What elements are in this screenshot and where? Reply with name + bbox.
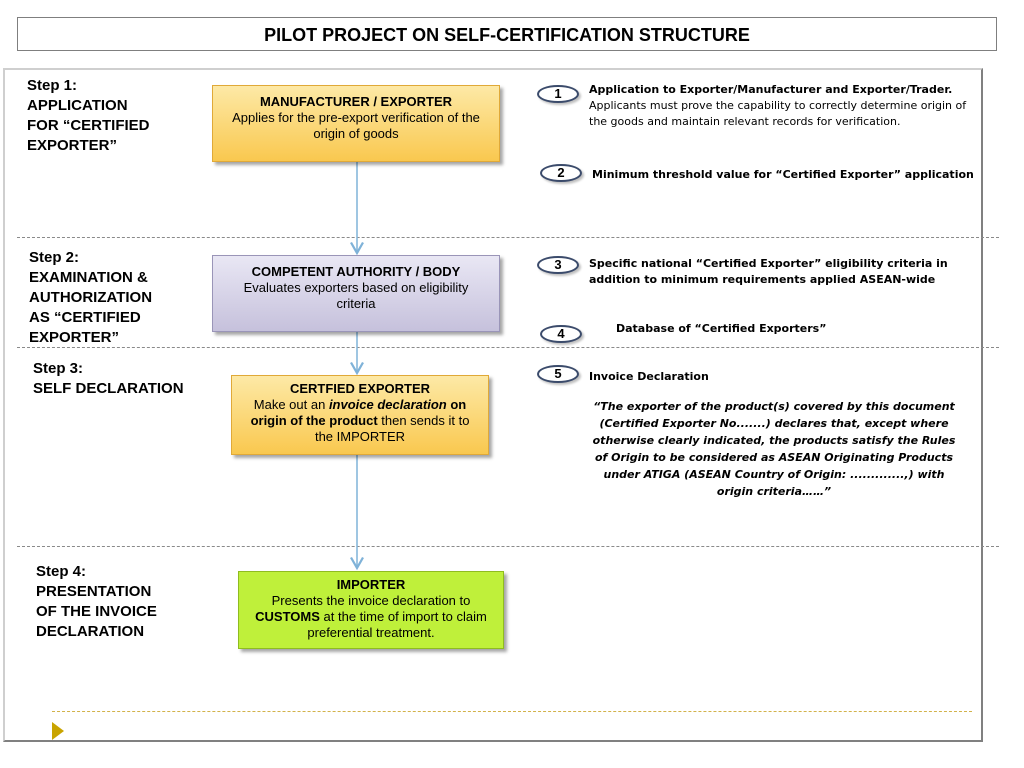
step-divider — [17, 347, 999, 348]
box-text: Make out an invoice declaration on origi… — [250, 397, 470, 444]
box-text: Applies for the pre-export verification … — [232, 110, 480, 141]
note-number-1: 1 — [537, 85, 579, 103]
box-text: Evaluates exporters based on eligibility… — [243, 280, 469, 311]
box-title: COMPETENT AUTHORITY / BODY — [251, 264, 461, 279]
step-divider — [17, 546, 999, 547]
box-title: IMPORTER — [336, 577, 406, 592]
step-divider — [17, 237, 999, 238]
note-number-4: 4 — [540, 325, 582, 343]
importer-box: IMPORTER Presents the invoice declaratio… — [238, 571, 504, 649]
declaration-quote: “The exporter of the product(s) covered … — [592, 400, 956, 498]
note-3: Specific national “Certified Exporter” e… — [589, 257, 948, 286]
note-4: Database of “Certified Exporters” — [616, 322, 827, 335]
diagram-frame — [3, 68, 983, 742]
box-title: MANUFACTURER / EXPORTER — [259, 94, 453, 109]
manufacturer-exporter-box: MANUFACTURER / EXPORTER Applies for the … — [212, 85, 500, 162]
note-number-2: 2 — [540, 164, 582, 182]
competent-authority-box: COMPETENT AUTHORITY / BODY Evaluates exp… — [212, 255, 500, 332]
box-text: Presents the invoice declaration to CUST… — [255, 593, 487, 640]
step-3-label: Step 3:SELF DECLARATION — [33, 360, 184, 397]
note-number-3: 3 — [537, 256, 579, 274]
note-2: Minimum threshold value for “Certified E… — [592, 168, 974, 181]
page-title: PILOT PROJECT ON SELF-CERTIFICATION STRU… — [17, 17, 997, 51]
play-arrow-icon[interactable] — [52, 722, 64, 740]
note-number-5: 5 — [537, 365, 579, 383]
certified-exporter-box: CERTFIED EXPORTER Make out an invoice de… — [231, 375, 489, 455]
note-1: Application to Exporter/Manufacturer and… — [589, 83, 967, 128]
footer-line — [52, 711, 972, 712]
box-title: CERTFIED EXPORTER — [289, 381, 431, 396]
note-5: Invoice Declaration — [589, 370, 709, 383]
